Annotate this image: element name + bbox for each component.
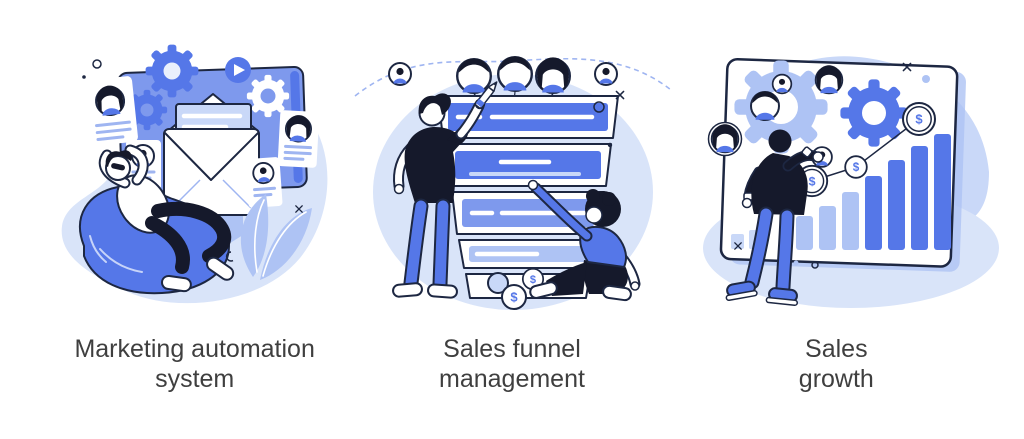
caption-line: Marketing automation: [74, 335, 315, 363]
user-avatar-icon: [535, 56, 572, 95]
sneaker: [206, 256, 235, 281]
sneaker: [161, 274, 193, 293]
cuff: [801, 146, 813, 158]
dollar-coin-icon: [844, 155, 868, 179]
dot-decor: [82, 75, 86, 79]
dot-decor: [921, 75, 930, 83]
gear-hole: [861, 101, 886, 125]
play-icon: [225, 57, 252, 83]
illustration-sales-funnel: [354, 55, 672, 310]
illustration-sales-growth: [702, 56, 999, 308]
bar: [818, 206, 836, 250]
illustration-marketing-automation: [61, 44, 328, 304]
panel-marketing-automation: Marketing automation system: [0, 0, 341, 439]
sneaker: [427, 283, 459, 299]
funnel-tier-2: [444, 143, 613, 187]
panel-sales-growth: Sales growth: [683, 0, 1024, 439]
sunglasses-icon: [111, 163, 126, 171]
bar: [910, 146, 928, 250]
bar: [887, 160, 905, 250]
profile-card: [277, 110, 320, 168]
plant-leaves: [241, 194, 313, 280]
face: [585, 206, 604, 224]
profile-card: [85, 76, 139, 146]
bar: [795, 216, 813, 250]
dollar-coin-icon: [501, 284, 528, 310]
caption-marketing-automation: Marketing automation system: [74, 334, 314, 394]
dot-decor: [793, 260, 799, 266]
user-avatar-icon: [251, 161, 276, 185]
sneaker: [725, 280, 758, 301]
curl-mark: [226, 251, 234, 262]
user-avatar-icon: [456, 57, 493, 95]
user-avatar-icon: [814, 64, 844, 95]
pencil-icon: [475, 81, 498, 109]
sneaker: [392, 282, 424, 298]
caption-line: growth: [798, 365, 874, 393]
person-pointing: [392, 81, 498, 299]
person-relaxing: [98, 144, 235, 293]
funnel-tier-1: [437, 95, 620, 139]
sneaker: [529, 281, 559, 299]
bar: [933, 134, 951, 250]
caption-sales-funnel: Sales funnel management: [439, 334, 585, 394]
profile-card: [245, 157, 283, 208]
sneaker: [765, 287, 798, 307]
caption-line: management: [439, 365, 585, 393]
gear-hole: [260, 88, 276, 104]
gear-hole: [163, 62, 181, 80]
hair: [105, 150, 132, 167]
panel-sales-funnel: Sales funnel management: [341, 0, 682, 439]
user-avatar-icon: [594, 62, 619, 86]
caption-line: Sales: [805, 335, 868, 363]
person-kneeling: [528, 179, 641, 302]
dot-decor: [608, 142, 613, 148]
caption-line: system: [155, 365, 235, 393]
bar: [730, 234, 744, 249]
gear-hole: [140, 103, 154, 117]
bar-chart: [730, 134, 951, 250]
caption-line: Sales funnel: [443, 335, 581, 363]
funnel-tier-4: [458, 239, 599, 269]
bar: [841, 192, 859, 250]
user-avatar-icon: [388, 62, 413, 86]
dot-decor: [92, 59, 102, 69]
coin: [487, 272, 510, 294]
dollar-coin-icon: [901, 102, 936, 136]
dot-decor: [593, 101, 606, 113]
user-avatar-icon: [497, 55, 534, 93]
caption-sales-growth: Sales growth: [799, 334, 874, 394]
user-avatar-icon: [710, 123, 740, 154]
person-reaching: [725, 129, 824, 307]
hair: [419, 93, 452, 115]
dot-decor: [811, 261, 819, 269]
bar: [864, 176, 882, 250]
user-avatar-icon: [771, 73, 793, 95]
sneaker: [602, 284, 633, 302]
envelope-icon: [163, 93, 261, 216]
head: [768, 129, 792, 153]
user-avatar-icon: [749, 90, 780, 121]
